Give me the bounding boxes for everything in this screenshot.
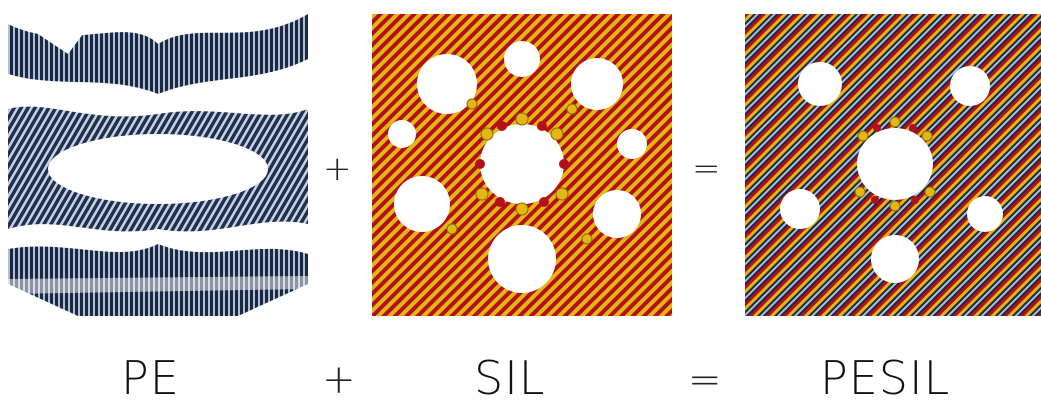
- plus-operator-top: +: [323, 149, 352, 189]
- equals-operator-top: =: [692, 149, 721, 189]
- pesil-structure-image: [745, 14, 1041, 316]
- plus-operator-bottom: +: [322, 357, 356, 403]
- equals-operator-bottom: =: [688, 357, 722, 403]
- pesil-caption: PESIL: [820, 351, 951, 405]
- pe-caption: PE: [121, 351, 180, 405]
- pe-structure-image: [8, 14, 308, 316]
- sil-structure-image: [372, 14, 672, 316]
- sil-caption: SIL: [474, 351, 546, 405]
